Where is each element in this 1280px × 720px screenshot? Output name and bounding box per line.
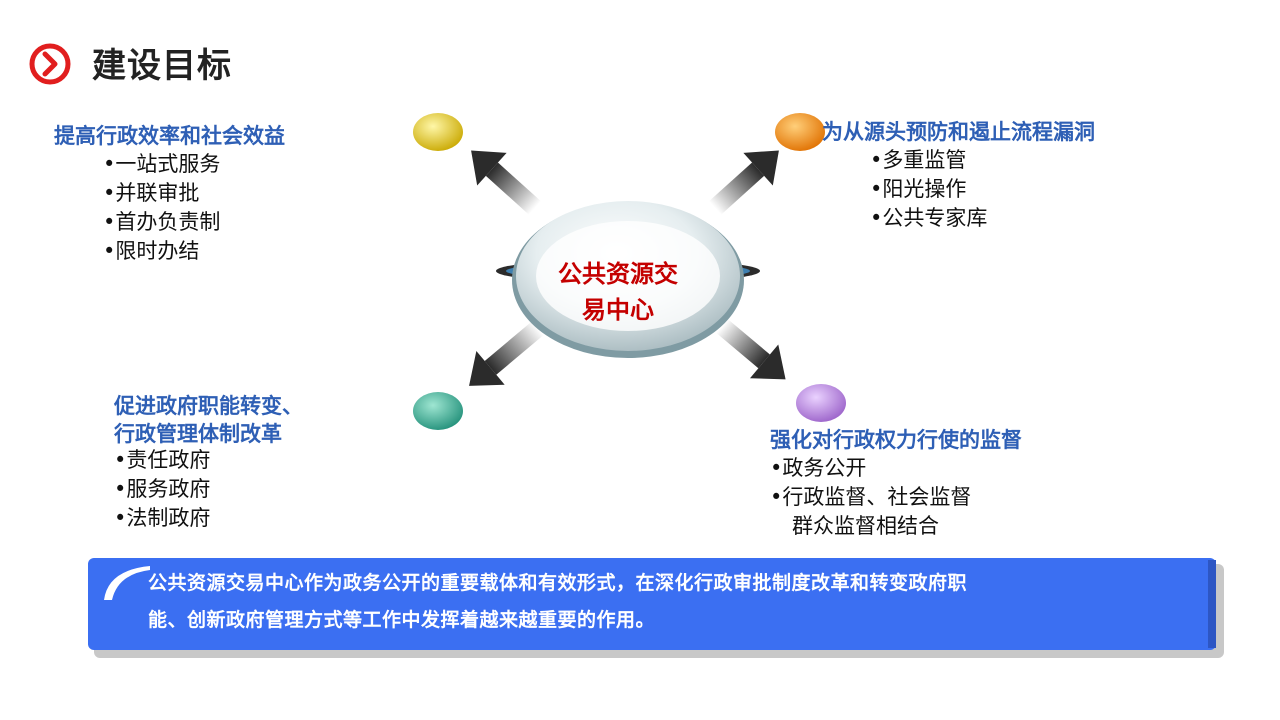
list-item: •法制政府 — [114, 506, 211, 530]
goal-heading-reform: 促进政府职能转变、 行政管理体制改革 — [114, 392, 303, 448]
node-dot-bottom-right — [796, 384, 846, 422]
node-dot-bottom-left — [413, 392, 463, 430]
goal-heading-efficiency: 提高行政效率和社会效益 — [54, 124, 285, 148]
list-item: •服务政府 — [114, 477, 211, 501]
summary-banner-text: 公共资源交易中心作为政务公开的重要载体和有效形式，在深化行政审批制度改革和转变政… — [148, 565, 1188, 639]
goal-list-reform: •责任政府 •服务政府 •法制政府 — [114, 446, 210, 533]
list-item: •责任政府 — [114, 448, 211, 472]
arrow-top-left — [471, 150, 542, 215]
arrow-bottom-left — [469, 321, 544, 386]
list-item: •政务公开 — [770, 456, 867, 480]
list-item: •行政监督、社会监督 — [770, 485, 972, 509]
arrow-bottom-right — [716, 319, 786, 380]
goal-heading-prevention: 为从源头预防和遏止流程漏洞 — [822, 120, 1095, 144]
node-dot-top-left — [413, 113, 463, 151]
goal-list-efficiency: •一站式服务 •并联审批 •首办负责制 •限时办结 — [103, 150, 220, 266]
goal-list-prevention: •多重监管 •阳光操作 •公共专家库 — [870, 146, 987, 233]
list-item: •并联审批 — [103, 181, 200, 205]
node-dot-top-right — [775, 113, 825, 151]
list-item: •首办负责制 — [103, 210, 221, 234]
page-title: 建设目标 — [92, 46, 232, 86]
list-item: •一站式服务 — [103, 152, 221, 176]
summary-line2: 能、创新政府管理方式等工作中发挥着越来越重要的作用。 — [148, 609, 656, 631]
center-node — [496, 201, 760, 358]
goal-heading-supervision: 强化对行政权力行使的监督 — [770, 428, 1022, 452]
list-item: •阳光操作 — [870, 177, 967, 201]
arrow-top-right — [708, 150, 779, 215]
list-item: •公共专家库 — [870, 206, 988, 230]
goal-heading-reform-line1: 促进政府职能转变、 — [114, 394, 303, 418]
center-label: 公共资源交 易中心 — [530, 256, 706, 328]
goal-list-supervision: •政务公开 •行政监督、社会监督 群众监督相结合 — [770, 454, 971, 541]
list-item: •限时办结 — [103, 239, 200, 263]
summary-line1: 公共资源交易中心作为政务公开的重要载体和有效形式，在深化行政审批制度改革和转变政… — [148, 572, 968, 594]
list-item: 群众监督相结合 — [792, 514, 939, 538]
list-item: •多重监管 — [870, 148, 967, 172]
center-label-line2: 易中心 — [582, 296, 654, 324]
center-label-line1: 公共资源交 — [558, 260, 678, 288]
chevron-right-circle-icon — [29, 43, 71, 85]
goal-heading-reform-line2: 行政管理体制改革 — [114, 422, 282, 446]
summary-banner — [88, 558, 1224, 658]
